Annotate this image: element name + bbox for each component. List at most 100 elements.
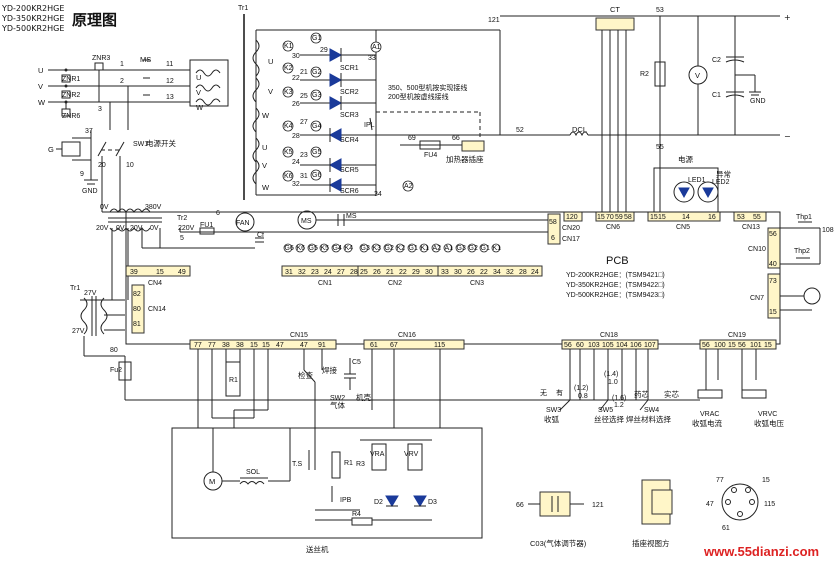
cn17-pin-58: 58 (549, 219, 557, 226)
node-k5: K5 (284, 149, 293, 156)
node-1: 1 (120, 61, 124, 68)
tr1-label: Tr1 (238, 5, 248, 12)
plug-pin-15: 15 (762, 477, 770, 484)
connector-cn10: 56 40 CN10 (748, 227, 781, 269)
output-minus: − (784, 132, 791, 141)
pcb-line-3: YD-500KR2HGE：(TSM9423□) (566, 292, 665, 299)
cn18-pin-60: 60 (576, 342, 584, 349)
output-plus: + (784, 13, 791, 22)
znr6-label: ZNR6 (62, 113, 80, 120)
cn15-pin-1: 77 (194, 342, 202, 349)
cn19-pin-1: 56 (702, 342, 710, 349)
pin-80: 80 (110, 347, 118, 354)
cn5-label: CN5 (676, 224, 690, 231)
label-27v-a: 27V (84, 290, 97, 297)
gate-tag-k5-3: K5 (321, 245, 330, 252)
cn2-pin-1: 25 (360, 269, 368, 276)
label-0v-c: 0V (150, 225, 159, 232)
pin-69: 69 (408, 135, 416, 142)
cn19-pin-2: 100 (714, 342, 726, 349)
solid-wire-label: 实芯 (664, 389, 679, 399)
connector-cn19: 56 100 15 56 101 15 CN19 (699, 332, 777, 350)
pin-32: 32 (292, 181, 300, 188)
plug-pin-61: 61 (722, 525, 730, 532)
thp2-label: Thp2 (794, 248, 810, 255)
model-label-350: YD-350KR2HGE (1, 14, 64, 23)
sw4-label: SW4 (644, 407, 659, 414)
cn3-pin-7: 28 (519, 269, 527, 276)
cn2-pin-2: 26 (373, 269, 381, 276)
cn19-label: CN19 (728, 332, 746, 339)
sw2-label: SW2 (330, 395, 345, 402)
cn13-label: CN13 (742, 224, 760, 231)
output-wiring (500, 15, 780, 212)
node-20: 20 (98, 162, 106, 169)
ms-coil-label: MS (301, 218, 312, 225)
thp1-label: Thp1 (796, 214, 812, 221)
cn6-pin-70: 70 (606, 214, 614, 221)
scr1 (300, 48, 376, 62)
pin-6: 6 (216, 210, 220, 217)
pin-22: 22 (292, 75, 300, 82)
cn2-pin-3: 21 (386, 269, 394, 276)
cn16-label: CN16 (398, 332, 416, 339)
cn16-pin-115: 115 (434, 342, 445, 349)
watermark: www.55dianzi.com (703, 544, 819, 559)
cn15-pin-9: 91 (318, 342, 326, 349)
scr2-label: SCR2 (340, 89, 359, 96)
cn18-pin-106: 106 (630, 342, 642, 349)
scr3 (300, 96, 376, 110)
cn16-pin-67: 67 (390, 342, 398, 349)
node-g2: G2 (312, 69, 321, 76)
connector-cn7: 73 15 CN7 (750, 273, 781, 319)
cn2-pin-5: 29 (412, 269, 420, 276)
cn15-pin-4: 38 (236, 342, 244, 349)
scr-bank (300, 48, 376, 192)
phase-pin-12: 12 (166, 78, 174, 85)
feeder-r4-label: R4 (352, 511, 361, 518)
cn-gate-tags (283, 243, 501, 253)
crater-yes: 有 (556, 388, 563, 397)
note-line-1: 350、500型机按实现接线 (388, 83, 467, 92)
material-select-label: 焊丝材料选择 (626, 414, 671, 424)
node-k3: K3 (284, 89, 293, 96)
gate-tag-k2-9: K2 (397, 245, 406, 252)
cn10-pin-56: 56 (769, 231, 777, 238)
cn18-pin-103: 103 (588, 342, 600, 349)
input-wiring (48, 59, 229, 185)
cn4-pin-49: 49 (178, 269, 186, 276)
gnd-output-label: GND (750, 98, 766, 105)
pin-21: 21 (300, 69, 308, 76)
tr2-label: Tr2 (177, 215, 187, 222)
c2-label: C2 (712, 57, 721, 64)
cn17-pin-6: 6 (551, 235, 555, 242)
fu4-label: FU4 (424, 152, 437, 159)
scr6 (300, 178, 376, 192)
phase-u-label: U (38, 66, 43, 75)
cf-label: Cf (257, 232, 264, 239)
pin-108: 108 (822, 227, 834, 234)
pin-33: 33 (368, 55, 376, 62)
cn3-pin-8: 24 (531, 269, 539, 276)
gate-tag-g1-16: G1 (481, 245, 490, 252)
cn15-pin-3: 38 (222, 342, 230, 349)
connector-cn6: 15 70 59 58 CN6 (595, 211, 635, 231)
gate-tag-k3-7: K3 (373, 245, 382, 252)
pin-30: 30 (292, 53, 300, 60)
plug-view (641, 479, 759, 525)
label-0v-b: 0V (116, 225, 125, 232)
crater-label: 收弧 (544, 414, 559, 424)
znr2-label: ZNR2 (62, 92, 80, 99)
connector-cn18: 56 60 103 105 104 106 107 CN18 (561, 332, 659, 350)
label-20v-b: 20V (130, 225, 143, 232)
crater-no: 无 (540, 389, 547, 397)
gate-tag-g2-8: G2 (385, 245, 394, 252)
r2-label: R2 (640, 71, 649, 78)
cn18-pin-105: 105 (602, 342, 614, 349)
wire-select-label: 丝径选择 (594, 414, 624, 424)
cn3-pin-5: 34 (493, 269, 501, 276)
node-g4: G4 (312, 123, 321, 130)
tr1-lower-label: Tr1 (70, 285, 80, 292)
wire-12-paren: (1.2) (574, 385, 588, 392)
pin-27: 27 (300, 119, 308, 126)
